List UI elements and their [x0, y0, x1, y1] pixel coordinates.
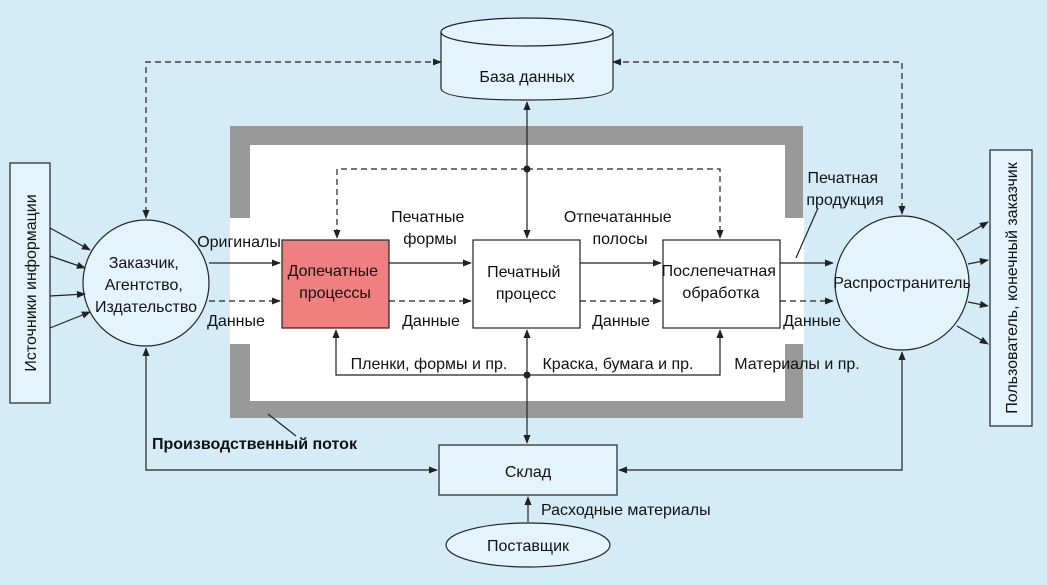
sources-box — [9, 162, 51, 404]
label-data-4: Данные — [783, 313, 841, 330]
distributor-label: Распространитель — [833, 275, 971, 292]
database-label: База данных — [479, 69, 574, 86]
user-arrow-1 — [956, 221, 989, 241]
user-arrow-4 — [956, 325, 989, 345]
label-printing-forms-line-2: формы — [403, 231, 456, 248]
label-data-1: Данные — [207, 313, 265, 330]
supplier-label: Поставщик — [487, 538, 570, 555]
customer-node — [82, 219, 210, 347]
label-materials: Материалы и пр. — [734, 356, 860, 373]
printed-products-pointer — [795, 207, 819, 259]
source-arrow-4 — [49, 311, 91, 329]
label-printed-products: Печатная продукция — [806, 170, 883, 209]
postpress-label: Послепечатная обработка — [662, 263, 781, 302]
label-printed-products-line-1: Печатная — [808, 170, 878, 187]
label-printing-forms-line-1: Печатные — [391, 209, 464, 226]
db-bus-left — [333, 168, 527, 239]
prepress-label: Допечатные процессы — [288, 263, 383, 302]
label-originals: Оригиналы — [197, 234, 281, 251]
customer-label-line-2: Агентство, — [105, 277, 183, 294]
source-arrow-3 — [49, 290, 86, 299]
label-printed-sheets: Отпечатанные полосы — [564, 209, 676, 248]
postpress-label-line-2: обработка — [682, 285, 759, 302]
db-link-distributor — [612, 58, 906, 215]
user-arrow-2 — [967, 258, 989, 266]
warehouse-box — [438, 444, 618, 496]
end-user-box — [989, 149, 1033, 427]
customer-label: Заказчик, Агентство, Издательство — [95, 255, 197, 316]
database-node — [440, 17, 614, 101]
supplier-node — [445, 522, 611, 568]
end-user-label: Пользователь, конечный заказчик — [1004, 161, 1021, 413]
frame-opening-left — [230, 218, 252, 344]
customer-label-line-3: Издательство — [95, 299, 197, 316]
printing-label-line-1: Печатный — [487, 264, 560, 281]
printing-label-line-2: процесс — [496, 286, 556, 303]
label-printed-sheets-line-2: полосы — [592, 231, 647, 248]
label-printed-sheets-line-1: Отпечатанные — [564, 209, 672, 226]
printing-box — [472, 239, 581, 329]
label-data-2: Данные — [402, 313, 460, 330]
db-bus-right — [527, 168, 724, 239]
label-consumables: Расходные материалы — [541, 502, 711, 519]
sources-label: Источники информации — [23, 194, 40, 371]
label-films-forms: Пленки, формы и пр. — [351, 356, 508, 373]
warehouse-link-distributor — [618, 351, 906, 474]
user-arrow-3 — [967, 300, 989, 308]
warehouse-link-customer — [142, 347, 438, 474]
production-flow-pointer — [267, 413, 297, 437]
prepress-label-line-1: Допечатные — [288, 263, 378, 280]
postpress-label-line-1: Послепечатная — [662, 263, 776, 280]
label-printing-forms: Печатные формы — [391, 209, 469, 248]
label-printed-products-line-2: продукция — [806, 192, 883, 209]
label-ink-paper: Краска, бумага и пр. — [542, 356, 693, 373]
postpress-box — [662, 239, 781, 329]
source-arrow-1 — [49, 227, 91, 251]
label-data-3: Данные — [592, 313, 650, 330]
distributor-node — [834, 215, 970, 351]
label-production-flow: Производственный поток — [152, 436, 358, 453]
customer-label-line-1: Заказчик, — [109, 255, 179, 272]
frame-opening-right — [782, 218, 804, 344]
printing-label: Печатный процесс — [487, 264, 565, 303]
warehouse-label: Склад — [505, 464, 552, 481]
prepress-label-line-2: процессы — [299, 285, 371, 302]
source-arrow-2 — [49, 255, 86, 269]
prepress-box — [281, 239, 390, 329]
db-link-customer — [142, 58, 442, 219]
